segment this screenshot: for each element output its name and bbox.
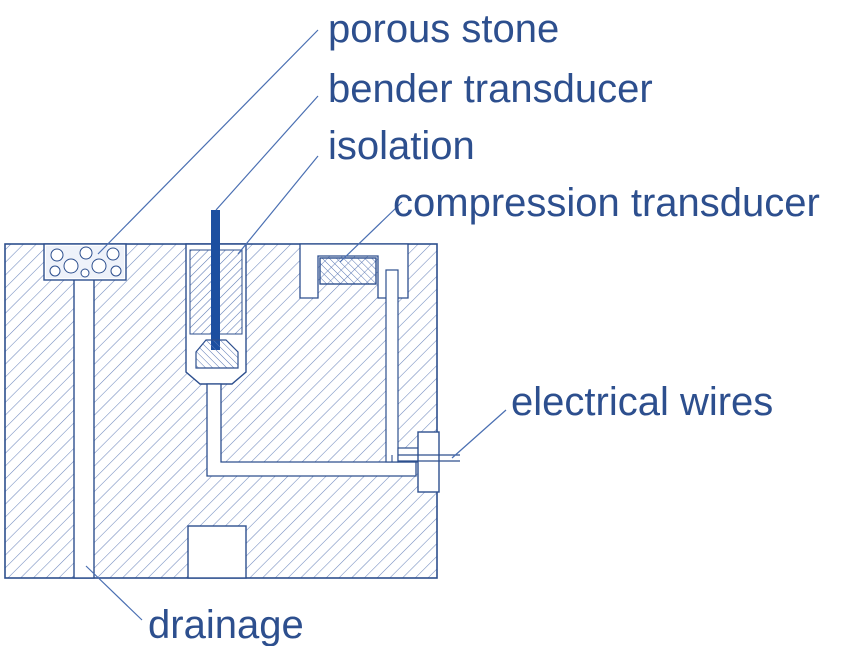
compression-wire-channel [385,269,399,463]
bender-transducer [195,210,239,369]
label-porous-stone: porous stone [328,7,559,51]
compression-transducer [319,257,377,285]
leader-lines [85,29,507,621]
leader-isolation [237,155,319,255]
label-drainage: drainage [148,603,304,646]
electrical-wires [391,454,460,462]
cable-outlet [417,431,440,493]
leader-drainage [85,565,143,621]
bottom-opening [187,525,247,579]
labels: porous stone bender transducer isolation… [148,7,820,646]
porous-stone [46,246,124,278]
leader-electrical-wires [451,409,507,459]
compression-chamber [299,243,409,299]
bender-mount [195,339,239,369]
leader-porous-stone [97,29,319,255]
label-bender-transducer: bender transducer [328,67,653,111]
drainage-channel [73,278,95,579]
leader-compression-transducer [339,201,403,263]
leader-bender-transducer [215,95,319,211]
label-compression-transducer: compression transducer [393,181,820,225]
label-electrical-wires: electrical wires [511,380,773,424]
label-isolation: isolation [328,124,475,168]
